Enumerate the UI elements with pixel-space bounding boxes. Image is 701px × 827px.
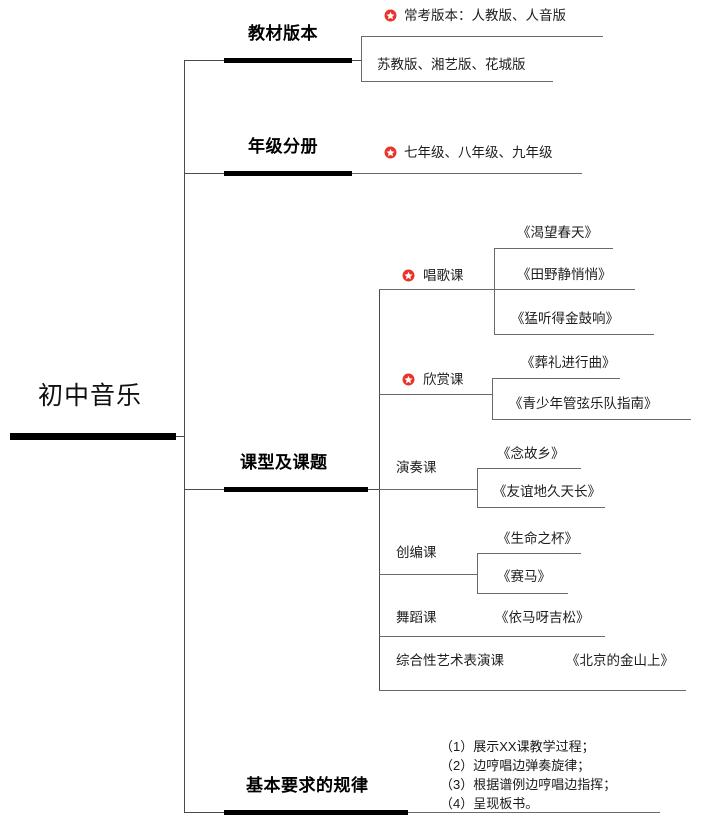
- red-star-icon: [384, 9, 397, 22]
- song-label-saima[interactable]: 《赛马》: [497, 569, 551, 584]
- branch-out-textbook-edition: [352, 60, 362, 61]
- branch-underline-lesson-types: [224, 487, 368, 492]
- song-underline-saima: [477, 593, 568, 594]
- branch-label-textbook-edition[interactable]: 教材版本: [248, 24, 318, 43]
- branch-underline-textbook-edition: [224, 58, 352, 63]
- branch-connector-basic-requirements: [184, 812, 226, 813]
- song-underline-youyidijiutianchang: [477, 507, 605, 508]
- leaf-label-common-editions[interactable]: 常考版本：人教版、人音版: [404, 8, 566, 23]
- lesson-type-underline-appreciation: [379, 394, 492, 395]
- song-underline-zanglijinxingqu: [492, 378, 620, 379]
- song-label-shengmingzhibei[interactable]: 《生命之杯》: [497, 531, 578, 546]
- leaf-underline-other-editions: [361, 81, 553, 82]
- leaf-label-grades[interactable]: 七年级、八年级、九年级: [404, 145, 553, 160]
- root-node-underline: [10, 433, 176, 440]
- branch-label-grade-volumes[interactable]: 年级分册: [248, 137, 318, 156]
- branch-label-lesson-types[interactable]: 课型及课题: [240, 453, 328, 472]
- branch-connector-lesson-types: [184, 489, 226, 490]
- branch-label-basic-requirements[interactable]: 基本要求的规律: [246, 776, 369, 795]
- song-label-beijingdejinshanshang[interactable]: 《北京的金山上》: [566, 653, 674, 668]
- song-label-nianguxiang[interactable]: 《念故乡》: [497, 446, 565, 461]
- subspine-creation: [477, 553, 478, 593]
- lesson-type-label-creation[interactable]: 创编课: [396, 545, 437, 560]
- lesson-type-label-dance[interactable]: 舞蹈课: [396, 610, 437, 625]
- subspine-singing: [494, 248, 495, 334]
- song-underline-menstingdejinguxiang: [494, 334, 654, 335]
- song-label-menstingdejinguxiang[interactable]: 《猛听得金鼓响》: [511, 311, 619, 326]
- song-underline-qingshaonianguanxian: [492, 419, 691, 420]
- lesson-type-label-performance[interactable]: 演奏课: [396, 460, 437, 475]
- song-underline-kewangchuntian: [494, 248, 613, 249]
- lesson-type-label-appreciation[interactable]: 欣赏课: [423, 372, 464, 387]
- lesson-type-label-comprehensive[interactable]: 综合性艺术表演课: [396, 653, 504, 668]
- lesson-type-label-singing[interactable]: 唱歌课: [423, 268, 464, 283]
- subspine-performance: [477, 468, 478, 508]
- basic-requirements-list[interactable]: （1）展示XX课教学过程； （2）边哼唱边弹奏旋律； （3）根据谱例边哼唱边指挥…: [440, 739, 617, 811]
- song-underline-shengmingzhibei: [477, 553, 581, 554]
- song-underline-tianyejingqiaoqiao: [494, 289, 635, 290]
- leaf-underline-grades: [352, 173, 582, 174]
- level1-spine: [184, 60, 185, 812]
- subspine-textbook-edition: [361, 36, 362, 81]
- root-node-label[interactable]: 初中音乐: [38, 382, 143, 410]
- leaf-underline-common-editions: [361, 36, 603, 37]
- branch-underline-basic-requirements: [224, 810, 408, 815]
- red-star-icon: [402, 269, 415, 282]
- subspine-appreciation: [492, 378, 493, 419]
- lesson-type-underline-performance: [379, 489, 478, 490]
- lesson-type-underline-comprehensive: [379, 690, 686, 691]
- song-label-zanglijinxingqu[interactable]: 《葬礼进行曲》: [521, 355, 616, 370]
- branch-underline-grade-volumes: [224, 171, 352, 176]
- song-label-tianyejingqiaoqiao[interactable]: 《田野静悄悄》: [517, 267, 612, 282]
- song-label-yimayajisong[interactable]: 《依马呀吉松》: [495, 610, 590, 625]
- song-label-kewangchuntian[interactable]: 《渴望春天》: [517, 225, 598, 240]
- branch-connector-grade-volumes: [184, 173, 226, 174]
- branch-out-lesson-types: [368, 489, 380, 490]
- basic-requirements-underline: [408, 812, 660, 813]
- lesson-type-underline-creation: [379, 574, 478, 575]
- red-star-icon: [402, 373, 415, 386]
- branch-connector-textbook-edition: [184, 60, 226, 61]
- song-label-qingshaonianguanxian[interactable]: 《青少年管弦乐队指南》: [509, 396, 658, 411]
- leaf-label-other-editions[interactable]: 苏教版、湘艺版、花城版: [377, 57, 526, 72]
- song-underline-nianguxiang: [477, 468, 581, 469]
- red-star-icon: [384, 146, 397, 159]
- song-label-youyidijiutianchang[interactable]: 《友谊地久天长》: [493, 484, 601, 499]
- root-stem-connector: [176, 436, 185, 437]
- lesson-type-underline-singing: [379, 289, 494, 290]
- lesson-type-underline-dance: [379, 636, 605, 637]
